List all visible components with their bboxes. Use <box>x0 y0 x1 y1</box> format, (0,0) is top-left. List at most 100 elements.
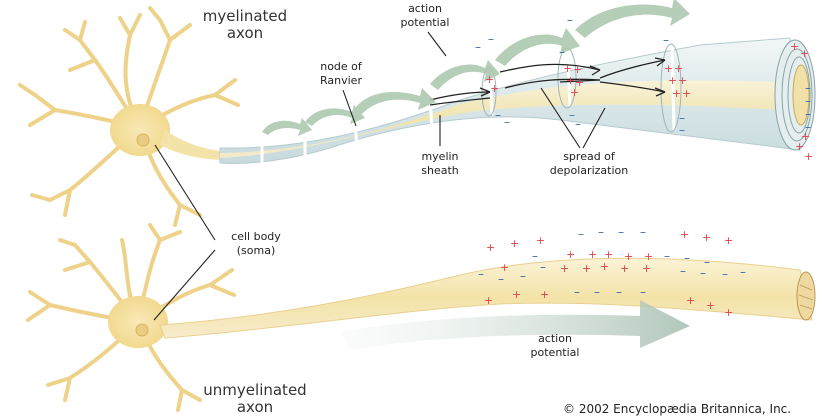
svg-text:+: + <box>790 40 799 53</box>
svg-text:–: – <box>478 267 484 281</box>
svg-text:–: – <box>722 267 728 281</box>
svg-text:+: + <box>512 288 521 301</box>
svg-text:+: + <box>668 74 677 87</box>
svg-text:–: – <box>532 249 538 263</box>
svg-text:–: – <box>475 40 481 54</box>
svg-text:+: + <box>485 73 494 86</box>
svg-text:+: + <box>672 87 681 100</box>
svg-text:+: + <box>724 234 733 247</box>
svg-text:–: – <box>805 94 811 108</box>
svg-text:–: – <box>569 108 575 122</box>
svg-text:+: + <box>570 86 579 99</box>
svg-text:+: + <box>642 262 651 275</box>
myelinated-axon <box>219 37 816 172</box>
svg-text:+: + <box>510 237 519 250</box>
svg-text:+: + <box>702 231 711 244</box>
label-action-potential-top: action potential <box>400 2 450 29</box>
svg-text:+: + <box>563 62 572 75</box>
label-spread-of-depolarization: spread of depolarization <box>549 150 629 177</box>
svg-text:–: – <box>567 13 573 27</box>
svg-text:+: + <box>800 47 809 60</box>
svg-text:–: – <box>805 81 811 95</box>
bottom-soma <box>108 296 168 348</box>
bottom-charges: + + + – – – – + + + + – – – – – + + + + … <box>478 225 746 319</box>
svg-text:+: + <box>664 62 673 75</box>
svg-text:–: – <box>805 120 811 134</box>
top-soma <box>110 104 170 156</box>
label-myelinated-axon: myelinated axon <box>202 7 288 42</box>
svg-text:+: + <box>620 262 629 275</box>
svg-text:+: + <box>674 62 683 75</box>
svg-text:–: – <box>575 117 581 131</box>
svg-text:+: + <box>804 150 813 163</box>
label-node-of-ranvier: node of Ranvier <box>320 60 362 87</box>
svg-text:+: + <box>604 248 613 261</box>
top-neuron <box>18 6 240 227</box>
label-unmyelinated-axon: unmyelinated axon <box>203 382 307 416</box>
svg-text:–: – <box>680 264 686 278</box>
copyright-notice: © 2002 Encyclopædia Britannica, Inc. <box>563 402 792 416</box>
svg-text:–: – <box>805 107 811 121</box>
svg-text:+: + <box>566 74 575 87</box>
svg-text:+: + <box>682 87 691 100</box>
svg-text:–: – <box>618 225 624 239</box>
svg-text:+: + <box>624 250 633 263</box>
svg-text:+: + <box>560 262 569 275</box>
svg-text:–: – <box>495 108 501 122</box>
svg-text:–: – <box>578 227 584 241</box>
svg-text:–: – <box>504 115 510 129</box>
svg-text:–: – <box>598 225 604 239</box>
svg-text:+: + <box>600 260 609 273</box>
svg-text:–: – <box>640 225 646 239</box>
svg-text:+: + <box>486 241 495 254</box>
label-action-potential-bottom: action potential <box>530 332 580 359</box>
svg-text:–: – <box>640 285 646 299</box>
leader-lines <box>153 31 606 321</box>
svg-text:–: – <box>488 32 494 46</box>
top-nucleus <box>136 133 150 147</box>
saltatory-arrows <box>262 0 690 136</box>
bottom-neuron <box>26 223 236 412</box>
svg-text:+: + <box>540 288 549 301</box>
svg-text:–: – <box>684 251 690 265</box>
svg-text:+: + <box>795 140 804 153</box>
svg-text:–: – <box>498 272 504 286</box>
propagation-arrow <box>340 300 690 350</box>
unmyelinated-axon <box>159 257 816 339</box>
svg-text:–: – <box>664 249 670 263</box>
svg-text:–: – <box>740 265 746 279</box>
svg-text:+: + <box>588 248 597 261</box>
svg-text:+: + <box>582 262 591 275</box>
svg-text:–: – <box>574 285 580 299</box>
svg-text:+: + <box>644 250 653 263</box>
svg-text:+: + <box>575 76 584 89</box>
svg-text:–: – <box>616 285 622 299</box>
svg-text:–: – <box>663 33 669 47</box>
svg-text:–: – <box>679 111 685 125</box>
svg-text:+: + <box>484 294 493 307</box>
label-cell-body: cell body (soma) <box>231 230 281 257</box>
svg-text:–: – <box>559 45 565 59</box>
svg-text:+: + <box>686 294 695 307</box>
svg-text:+: + <box>536 234 545 247</box>
bottom-nucleus <box>135 323 149 337</box>
myelin-cross-section <box>774 39 816 151</box>
svg-text:–: – <box>520 269 526 283</box>
svg-text:+: + <box>573 63 582 76</box>
svg-text:–: – <box>679 123 685 137</box>
top-charges: – – – – – – – – – – – – – – – + + + + + … <box>475 13 813 163</box>
svg-text:+: + <box>680 228 689 241</box>
svg-text:+: + <box>801 130 810 143</box>
svg-text:+: + <box>678 74 687 87</box>
svg-text:–: – <box>594 285 600 299</box>
svg-text:–: – <box>704 255 710 269</box>
svg-text:+: + <box>566 248 575 261</box>
svg-text:+: + <box>724 306 733 319</box>
axon-cut-end <box>796 271 816 321</box>
svg-text:+: + <box>706 299 715 312</box>
svg-text:–: – <box>540 260 546 274</box>
label-myelin-sheath: myelin sheath <box>421 150 459 177</box>
svg-text:–: – <box>700 266 706 280</box>
